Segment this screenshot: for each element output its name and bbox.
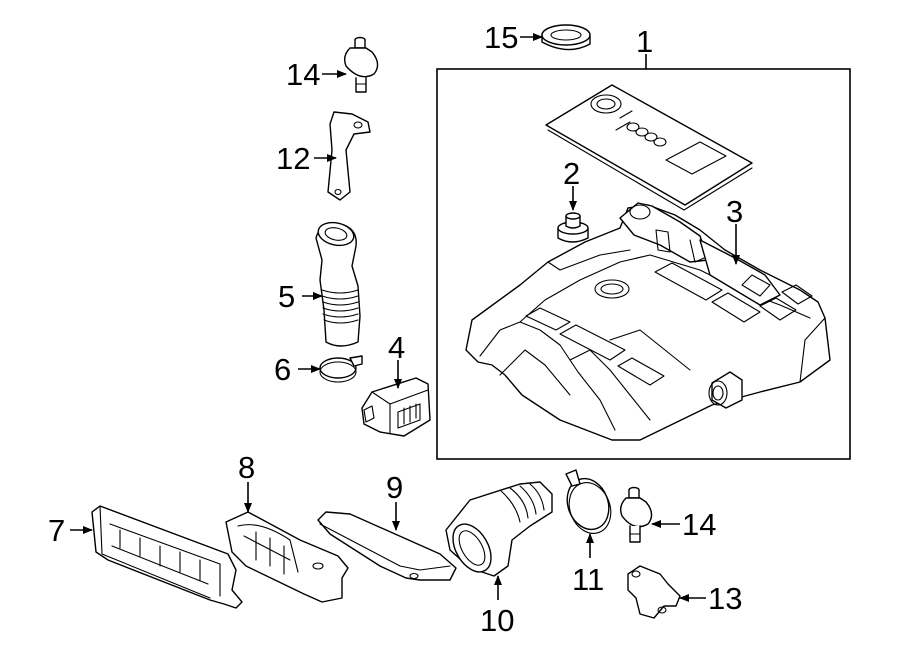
bracket-upper[interactable] — [327, 111, 371, 201]
duct-cover[interactable] — [317, 511, 457, 581]
callout-5: 5 — [278, 279, 295, 314]
air-duct-front[interactable] — [91, 505, 243, 609]
callout-15: 15 — [484, 20, 518, 55]
air-flow-sensor[interactable] — [361, 377, 431, 437]
bracket-lower[interactable] — [627, 565, 681, 619]
callout-11: 11 — [572, 562, 604, 597]
cap[interactable] — [541, 24, 591, 51]
callout-13: 13 — [708, 581, 742, 616]
callout-9: 9 — [386, 470, 403, 505]
callout-4: 4 — [388, 330, 405, 365]
engine-cover-plate[interactable] — [545, 84, 753, 211]
hose-clamp-large[interactable] — [560, 469, 617, 539]
air-duct-middle[interactable] — [225, 511, 349, 603]
rubber-mount-top[interactable] — [343, 36, 379, 93]
assembly-frame — [436, 68, 851, 460]
callout-14-bottom: 14 — [682, 507, 716, 542]
callout-8: 8 — [238, 450, 255, 485]
callout-14-top: 14 — [286, 57, 320, 92]
air-intake-hose[interactable] — [315, 219, 361, 347]
callout-6: 6 — [274, 352, 291, 387]
callout-2: 2 — [563, 156, 580, 191]
callout-1: 1 — [636, 24, 653, 59]
grommet[interactable] — [557, 212, 589, 243]
callout-10: 10 — [480, 603, 514, 638]
callout-7: 7 — [48, 513, 65, 548]
engine-cover-body[interactable] — [465, 202, 831, 441]
hose-clamp-small[interactable] — [319, 355, 363, 383]
intake-duct[interactable] — [445, 481, 553, 579]
rubber-mount-bottom[interactable] — [619, 486, 653, 543]
callout-3: 3 — [726, 194, 743, 229]
callout-12: 12 — [276, 141, 310, 176]
